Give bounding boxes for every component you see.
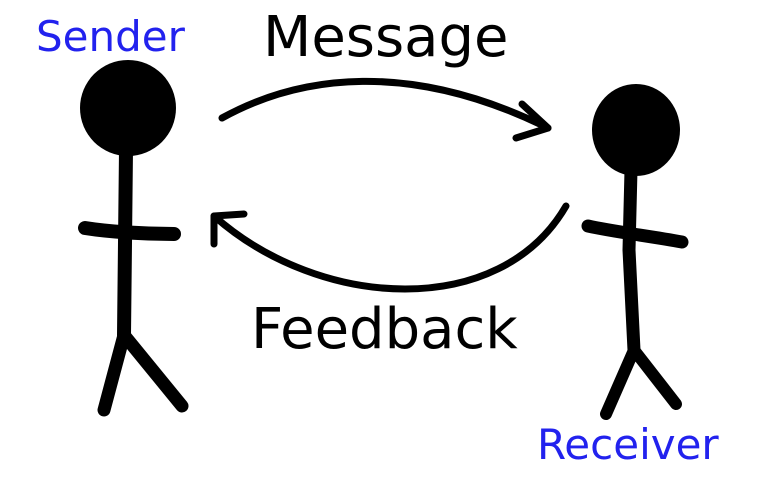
receiver-label: Receiver xyxy=(537,420,719,469)
sender-right-leg xyxy=(117,328,189,413)
message-arrow xyxy=(218,77,552,142)
sender-arms xyxy=(78,221,181,241)
receiver-body xyxy=(622,163,641,357)
sender-head xyxy=(80,60,176,156)
sender-label: Sender xyxy=(36,12,185,61)
receiver-figure xyxy=(581,84,689,420)
receiver-arms xyxy=(581,219,689,249)
receiver-head xyxy=(592,84,680,176)
sender-figure xyxy=(78,60,189,417)
feedback-arrow xyxy=(210,202,570,293)
sender-body xyxy=(117,143,133,342)
receiver-right-leg xyxy=(628,344,682,410)
feedback-label: Feedback xyxy=(251,297,518,362)
feedback-arrow-head xyxy=(210,210,248,248)
message-label: Message xyxy=(263,5,509,70)
receiver-left-leg xyxy=(600,344,640,420)
message-arrow-shaft xyxy=(218,77,552,132)
sender-left-leg xyxy=(97,328,131,417)
feedback-arrow-shaft xyxy=(210,202,570,293)
message-arrow-head xyxy=(512,100,552,142)
